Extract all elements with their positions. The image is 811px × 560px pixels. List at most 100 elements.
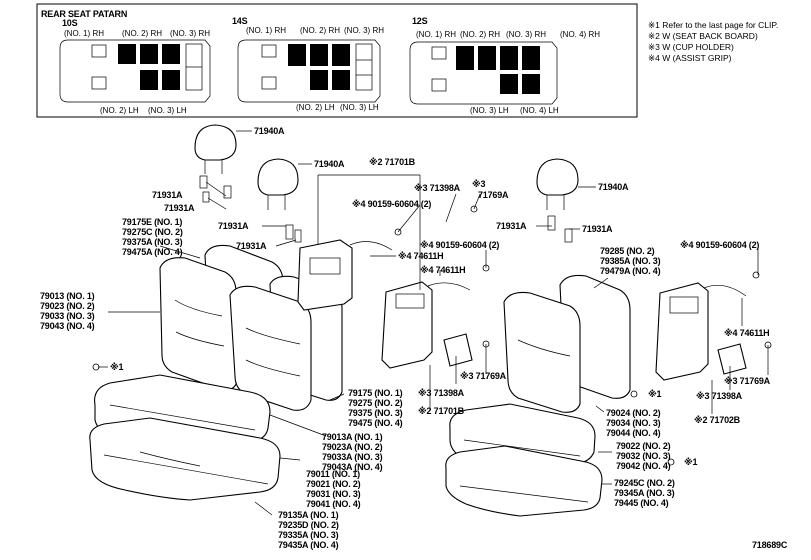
layout-code: 14S: [232, 16, 248, 26]
layout-label: (NO. 3) LH: [340, 103, 379, 112]
layout-label: (NO. 3) RH: [506, 30, 546, 39]
label-board: ※2 71702B: [694, 415, 741, 425]
headrest-3: [536, 158, 579, 210]
part-number: 79475A (NO. 4): [122, 247, 183, 257]
part-number: 79023A (NO. 2): [322, 442, 383, 452]
headrest-guides: [199, 175, 573, 243]
van-outline: [409, 41, 558, 105]
part-number: 79043 (NO. 4): [40, 321, 95, 331]
seat-pattern-box: REAR SEAT PATARN 10S (NO. 1) RH (NO. 2) …: [36, 3, 778, 118]
part-number: 79042 (NO. 4): [616, 461, 671, 471]
part-number: 79335A (NO. 3): [278, 530, 339, 540]
van-outline: [59, 39, 211, 103]
group-frame-left: 79013 (NO. 1) 79023 (NO. 2) 79033 (NO. 3…: [40, 291, 95, 331]
layout-label: (NO. 2) RH: [300, 26, 340, 35]
layout-label: (NO. 3) RH: [344, 26, 384, 35]
part-number: 79044 (NO. 4): [606, 428, 661, 438]
legend-item: ※3 W (CUP HOLDER): [648, 42, 734, 52]
label-grip: ※4 74611H: [420, 265, 466, 275]
part-number: 79175 (NO. 1): [348, 388, 403, 398]
layout-12s: 12S (NO. 1) RH (NO. 2) RH (NO. 3) RH (NO…: [409, 16, 600, 115]
legend-item: ※2 W (SEAT BACK BOARD): [648, 31, 758, 41]
part-number: 79135A (NO. 1): [278, 510, 339, 520]
part-number: 79021 (NO. 2): [306, 479, 361, 489]
label-cup-holder: ※3 71398A: [418, 388, 465, 398]
part-number: 79285 (NO. 2): [600, 246, 655, 256]
group-back-left: 79175E (NO. 1) 79275C (NO. 2) 79375A (NO…: [122, 217, 183, 257]
label-board: ※2 71701B: [418, 406, 465, 416]
label-guide: 71931A: [582, 224, 613, 234]
label-guide: 71931A: [218, 221, 249, 231]
part-number: 79041 (NO. 4): [306, 499, 361, 509]
label-cup-holder: ※3 71769A: [460, 371, 507, 381]
part-number: 79024 (NO. 2): [606, 408, 661, 418]
part-number: 79043A (NO. 4): [322, 462, 383, 472]
part-number: 79245C (NO. 2): [614, 478, 675, 488]
part-number: 79345A (NO. 3): [614, 488, 675, 498]
part-number: 79275C (NO. 2): [122, 227, 183, 237]
label-guide: 71931A: [164, 203, 195, 213]
label-grip: ※4 74611H: [398, 251, 444, 261]
layout-label: (NO. 2) LH: [296, 103, 335, 112]
layout-code: 10S: [62, 18, 78, 28]
group-cush-c: 79135A (NO. 1) 79235D (NO. 2) 79335A (NO…: [278, 510, 339, 550]
part-number: 79275 (NO. 2): [348, 398, 403, 408]
layout-label: (NO. 2) LH: [100, 106, 139, 115]
part-number: 79475 (NO. 4): [348, 418, 403, 428]
layout-label: (NO. 2) RH: [460, 30, 500, 39]
group-right-b: 79022 (NO. 2) 79032 (NO. 3) 79042 (NO. 4…: [616, 441, 671, 471]
part-number: 79013A (NO. 1): [322, 432, 383, 442]
layout-label: (NO. 3) LH: [470, 106, 509, 115]
legend-item: ※4 W (ASSIST GRIP): [648, 53, 732, 63]
part-number: 79479A (NO. 4): [600, 266, 661, 276]
label-headrest: 71940A: [254, 126, 285, 136]
legend: ※1 Refer to the last page for CLIP. ※2 W…: [648, 20, 778, 63]
label-cup-holder: 71769A: [478, 190, 509, 200]
label-grip: ※4 90159-60604 (2): [420, 240, 499, 250]
label-grip: ※4 90159-60604 (2): [680, 240, 759, 250]
left-cushions: [89, 374, 281, 501]
part-number: 79375A (NO. 3): [122, 237, 183, 247]
part-number: 79022 (NO. 2): [616, 441, 671, 451]
part-number: 79031 (NO. 3): [306, 489, 361, 499]
middle-boards: [297, 239, 473, 369]
part-number: 79033 (NO. 3): [40, 311, 95, 321]
headrest-2: [257, 158, 299, 210]
label-board: ※2 71701B: [369, 157, 416, 167]
part-labels: 71940A 71940A 71940A 71931A 71931A 71931…: [40, 126, 788, 550]
label-cup-holder: ※3: [472, 179, 486, 189]
group-right-a: 79024 (NO. 2) 79034 (NO. 3) 79044 (NO. 4…: [606, 408, 661, 438]
part-number: 79011 (NO. 1): [306, 469, 360, 479]
part-number: 79435A (NO. 4): [278, 540, 339, 550]
layout-label: (NO. 2) RH: [122, 29, 162, 38]
layout-label: (NO. 3) LH: [148, 106, 187, 115]
pattern-title: REAR SEAT PATARN: [41, 9, 127, 19]
label-guide: 71931A: [236, 241, 267, 251]
label-cup-holder: ※3 71398A: [696, 391, 743, 401]
group-cush-a: 79013A (NO. 1) 79023A (NO. 2) 79033A (NO…: [322, 432, 383, 472]
layout-label: (NO. 1) RH: [416, 30, 456, 39]
group-cush-b: 79011 (NO. 1) 79021 (NO. 2) 79031 (NO. 3…: [306, 469, 361, 509]
label-cup-holder: ※3 71398A: [414, 183, 461, 193]
part-number: 79032 (NO. 3): [616, 451, 671, 461]
headrest-1: [194, 124, 237, 174]
layout-label: (NO. 1) RH: [246, 26, 286, 35]
part-number: 79375 (NO. 3): [348, 408, 403, 418]
layout-label: (NO. 4) LH: [520, 106, 559, 115]
legend-item: ※1 Refer to the last page for CLIP.: [648, 20, 778, 30]
leader-lines: [98, 130, 769, 516]
van-outline: [237, 39, 381, 103]
layout-label: (NO. 1) RH: [64, 29, 104, 38]
part-number: 79175E (NO. 1): [122, 217, 182, 227]
group-back-right: 79285 (NO. 2) 79385A (NO. 3) 79479A (NO.…: [600, 246, 661, 276]
label-grip: ※4 74611H: [724, 328, 770, 338]
label-guide: 71931A: [152, 190, 183, 200]
label-clip: ※1: [110, 362, 124, 372]
part-number: 79034 (NO. 3): [606, 418, 661, 428]
label-guide: 71931A: [496, 221, 527, 231]
label-cup-holder: ※3 71769A: [724, 376, 771, 386]
layout-label: (NO. 3) RH: [170, 29, 210, 38]
layout-14s: 14S (NO. 1) RH (NO. 2) RH (NO. 3) RH (NO…: [232, 16, 384, 112]
part-number: 79445 (NO. 4): [614, 498, 669, 508]
